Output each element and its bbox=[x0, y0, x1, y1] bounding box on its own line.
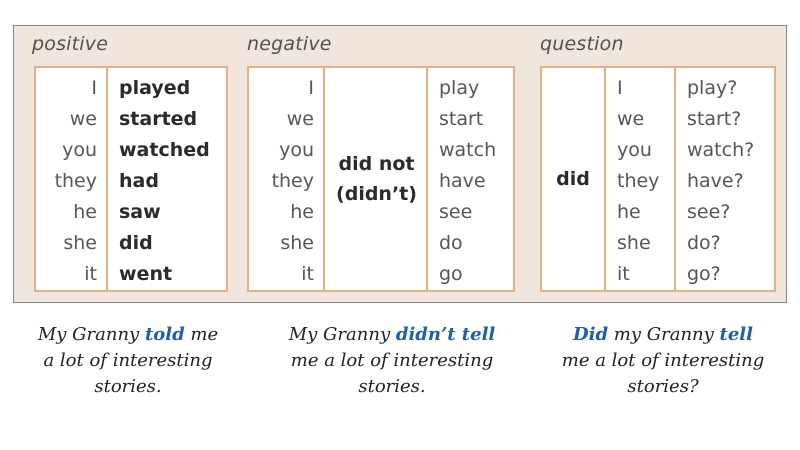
pronoun: he bbox=[73, 201, 97, 223]
verb-past: started bbox=[119, 108, 198, 130]
verb-base: play bbox=[439, 77, 480, 99]
grammar-panel: positive negative question I we you they… bbox=[13, 25, 787, 303]
example-text: stories. bbox=[358, 376, 426, 397]
verb-base: go bbox=[439, 263, 463, 285]
verb-base: start bbox=[439, 108, 484, 130]
positive-verb-column: played started watched had saw did went bbox=[106, 68, 226, 290]
pronoun: I bbox=[617, 77, 623, 99]
example-text: My Granny bbox=[288, 324, 396, 345]
example-highlight: Did bbox=[573, 324, 609, 345]
pronoun: they bbox=[54, 170, 97, 192]
negative-aux-column: did not (didn’t) bbox=[323, 68, 428, 290]
example-text: a lot of interesting bbox=[43, 350, 213, 371]
pronoun: I bbox=[91, 77, 97, 99]
pronoun: she bbox=[280, 232, 314, 254]
pronoun: we bbox=[617, 108, 645, 130]
aux-did: did bbox=[556, 168, 590, 190]
question-verb-column: play? start? watch? have? see? do? go? bbox=[674, 68, 774, 290]
example-text: me a lot of interesting bbox=[561, 350, 765, 371]
verb-question: see? bbox=[687, 201, 731, 223]
example-text: stories. bbox=[94, 376, 162, 397]
aux-did-not: did not bbox=[338, 153, 415, 175]
pronoun: she bbox=[63, 232, 97, 254]
example-text: me a lot of interesting bbox=[290, 350, 494, 371]
verb-past: had bbox=[119, 170, 159, 192]
question-table: did I we you they he she it play? start?… bbox=[540, 66, 776, 292]
verb-question: have? bbox=[687, 170, 744, 192]
heading-question: question bbox=[540, 33, 624, 55]
heading-positive: positive bbox=[32, 33, 109, 55]
verb-base: do bbox=[439, 232, 463, 254]
pronoun: it bbox=[617, 263, 630, 285]
pronoun: they bbox=[617, 170, 660, 192]
pronoun: she bbox=[617, 232, 651, 254]
pronoun: you bbox=[617, 139, 652, 161]
example-highlight: tell bbox=[719, 324, 753, 345]
verb-past: played bbox=[119, 77, 191, 99]
pronoun: I bbox=[308, 77, 314, 99]
negative-pronoun-column: I we you they he she it bbox=[249, 68, 323, 290]
verb-past: watched bbox=[119, 139, 210, 161]
example-text: My Granny bbox=[37, 324, 145, 345]
verb-past: saw bbox=[119, 201, 161, 223]
verb-question: watch? bbox=[687, 139, 755, 161]
pronoun: it bbox=[301, 263, 314, 285]
pronoun: we bbox=[286, 108, 314, 130]
verb-question: play? bbox=[687, 77, 738, 99]
pronoun: they bbox=[271, 170, 314, 192]
question-aux-column: did bbox=[542, 68, 604, 290]
pronoun: he bbox=[617, 201, 641, 223]
verb-question: go? bbox=[687, 263, 721, 285]
pronoun: he bbox=[290, 201, 314, 223]
example-text: stories? bbox=[627, 376, 699, 397]
example-text: my Granny bbox=[608, 324, 720, 345]
example-highlight: didn’t tell bbox=[395, 324, 496, 345]
heading-negative: negative bbox=[247, 33, 332, 55]
pronoun: we bbox=[69, 108, 97, 130]
verb-past: did bbox=[119, 232, 153, 254]
positive-table: I we you they he she it played started w… bbox=[34, 66, 228, 292]
verb-base: have bbox=[439, 170, 486, 192]
example-text: me bbox=[184, 324, 219, 345]
verb-past: went bbox=[119, 263, 173, 285]
example-highlight: told bbox=[144, 324, 185, 345]
example-question: Did my Granny tell me a lot of interesti… bbox=[548, 322, 778, 400]
aux-didnt: (didn’t) bbox=[336, 183, 417, 205]
verb-base: watch bbox=[439, 139, 497, 161]
pronoun: you bbox=[279, 139, 314, 161]
question-pronoun-column: I we you they he she it bbox=[604, 68, 676, 290]
verb-question: start? bbox=[687, 108, 742, 130]
verb-base: see bbox=[439, 201, 473, 223]
pronoun: you bbox=[62, 139, 97, 161]
example-positive: My Granny told me a lot of interesting s… bbox=[18, 322, 238, 400]
negative-table: I we you they he she it did not (didn’t)… bbox=[247, 66, 515, 292]
example-negative: My Granny didn’t tell me a lot of intere… bbox=[272, 322, 512, 400]
positive-pronoun-column: I we you they he she it bbox=[36, 68, 106, 290]
verb-question: do? bbox=[687, 232, 721, 254]
negative-verb-column: play start watch have see do go bbox=[426, 68, 513, 290]
pronoun: it bbox=[84, 263, 97, 285]
